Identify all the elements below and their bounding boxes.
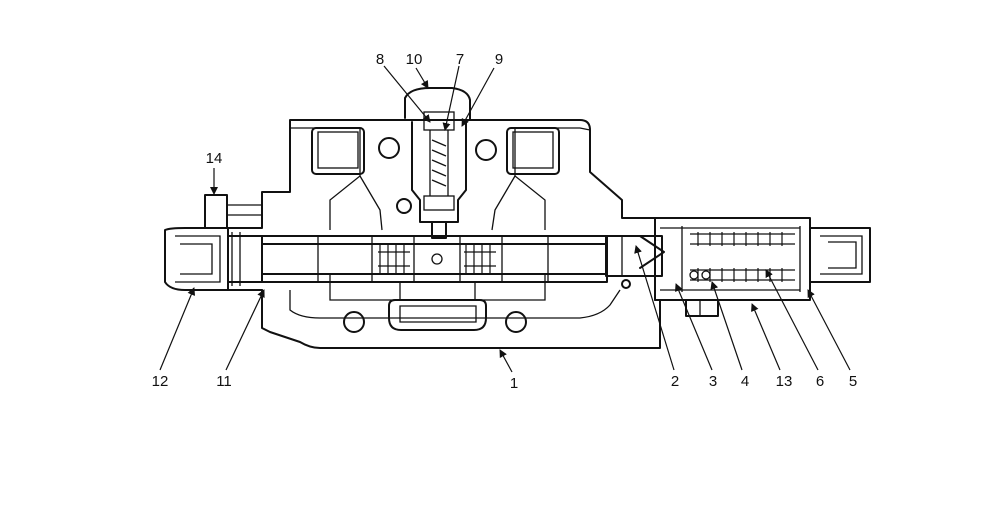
- callout-6: 6: [816, 373, 824, 390]
- spool-assembly: [227, 235, 665, 283]
- callout-10: 10: [406, 51, 423, 68]
- callout-14: 14: [206, 150, 223, 167]
- callout-4: 4: [741, 373, 749, 390]
- callout-7: 7: [456, 51, 464, 68]
- callout-12: 12: [152, 373, 169, 390]
- callout-3: 3: [709, 373, 717, 390]
- callout-11: 11: [216, 373, 232, 390]
- callout-5: 5: [849, 373, 857, 390]
- callout-9: 9: [495, 51, 503, 68]
- callout-8: 8: [376, 51, 384, 68]
- callout-1: 1: [510, 375, 518, 392]
- left-end-cap: [164, 194, 263, 301]
- top-relief-valve: [404, 87, 471, 239]
- valve-body: [227, 119, 661, 349]
- leader-lines: [159, 65, 851, 373]
- callout-labels: 8 10 7 9 14 12 11 1 2 3 4 13 6 5: [152, 51, 858, 392]
- callout-13: 13: [776, 373, 793, 390]
- right-spring-cap: [654, 217, 871, 317]
- callout-2: 2: [671, 373, 679, 390]
